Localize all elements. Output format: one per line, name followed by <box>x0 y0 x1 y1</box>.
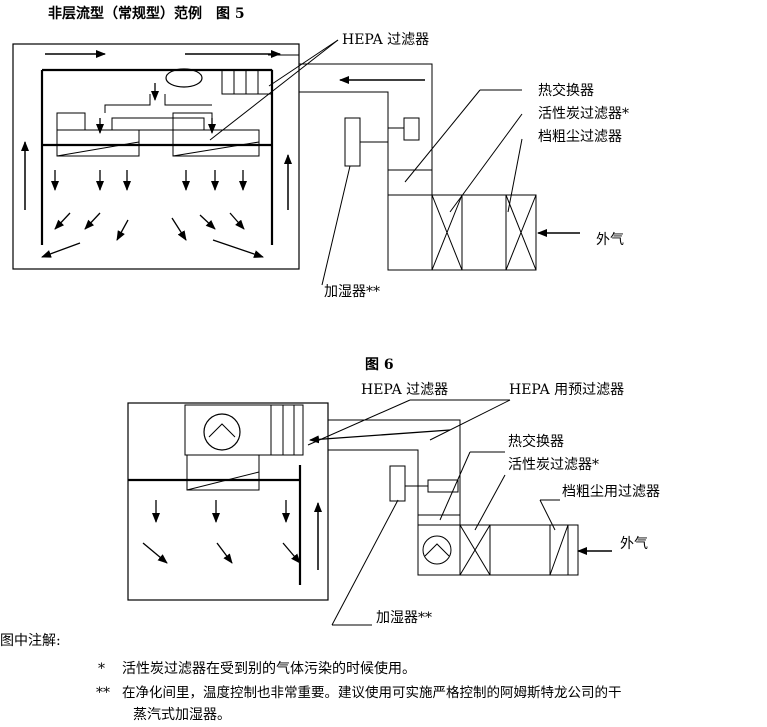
label-humidifier: 加湿器** <box>376 610 432 626</box>
figure-6: 图 6 <box>127 357 660 626</box>
note2-text: 在净化间里，温度控制也非常重要。建议使用可实施严格控制的阿姆斯特龙公司的干 <box>122 685 622 701</box>
filter-diagonal <box>186 471 260 491</box>
fan-blade <box>424 543 450 557</box>
hepa-filter-left <box>56 129 140 157</box>
label-hepa-prefilter: HEPA 用预过滤器 <box>509 382 624 398</box>
label-outside-air: 外气 <box>620 536 648 552</box>
label-hepa: HEPA 过滤器 <box>342 32 429 48</box>
room-inner-walls <box>128 465 302 585</box>
label-hepa: HEPA 过滤器 <box>361 382 448 398</box>
downflow-arrows <box>152 500 290 523</box>
air-handling-unit <box>417 514 579 576</box>
air-handling-unit <box>387 169 537 271</box>
notes-heading: 图中注解: <box>0 633 61 649</box>
label-coarse-filter: 档粗尘用过滤器 <box>562 484 660 500</box>
room-inner-walls <box>40 68 274 245</box>
humidifier-nozzle <box>403 117 420 141</box>
downflow-arrows <box>51 170 247 191</box>
fan-housing <box>221 69 273 95</box>
fan-icon <box>165 68 203 88</box>
return-air-arrow <box>309 429 451 444</box>
diagonal-airflow-arrows <box>41 212 264 258</box>
note2-mark: ** <box>96 685 110 701</box>
hepa-filter-right <box>172 129 260 157</box>
label-carbon-filter: 活性炭过滤器* <box>508 457 599 473</box>
plenum <box>184 404 304 456</box>
damper-icon <box>233 70 259 94</box>
return-duct <box>328 419 461 515</box>
leader-lines <box>307 399 560 626</box>
diagonal-airflow-arrows <box>142 542 301 564</box>
humidifier-pipe <box>360 127 404 143</box>
room-outline <box>12 43 300 270</box>
room-outline <box>127 402 329 601</box>
supply-duct <box>56 94 213 131</box>
hepa-filter <box>186 454 260 491</box>
filter-diagonal <box>56 141 140 157</box>
label-heat-exchanger: 热交换器 <box>538 82 594 99</box>
figure5-title: 非层流型（常规型）范例 图 5 <box>48 5 245 22</box>
leader-lines <box>209 39 523 286</box>
label-heat-exchanger: 热交换器 <box>508 433 564 450</box>
return-duct <box>268 54 433 195</box>
fan-icon <box>203 413 241 451</box>
note1-mark: * <box>98 661 105 677</box>
humidifier-unit <box>344 117 361 167</box>
figure-5: 非层流型（常规型）范例 图 5 <box>12 5 629 300</box>
label-outside-air: 外气 <box>596 232 624 248</box>
label-coarse-filter: 档粗尘过滤器 <box>538 129 622 145</box>
fan-icon <box>422 535 452 565</box>
label-humidifier: 加湿器** <box>324 284 380 300</box>
figure6-title: 图 6 <box>365 357 394 373</box>
note2-continuation: 蒸汽式加湿器。 <box>133 707 231 723</box>
label-carbon-filter: 活性炭过滤器* <box>538 106 629 122</box>
humidifier-unit <box>389 465 406 502</box>
fan-blade <box>208 423 236 438</box>
filter-diagonal <box>172 141 260 157</box>
note1-text: 活性炭过滤器在受到别的气体污染的时候使用。 <box>122 661 416 677</box>
